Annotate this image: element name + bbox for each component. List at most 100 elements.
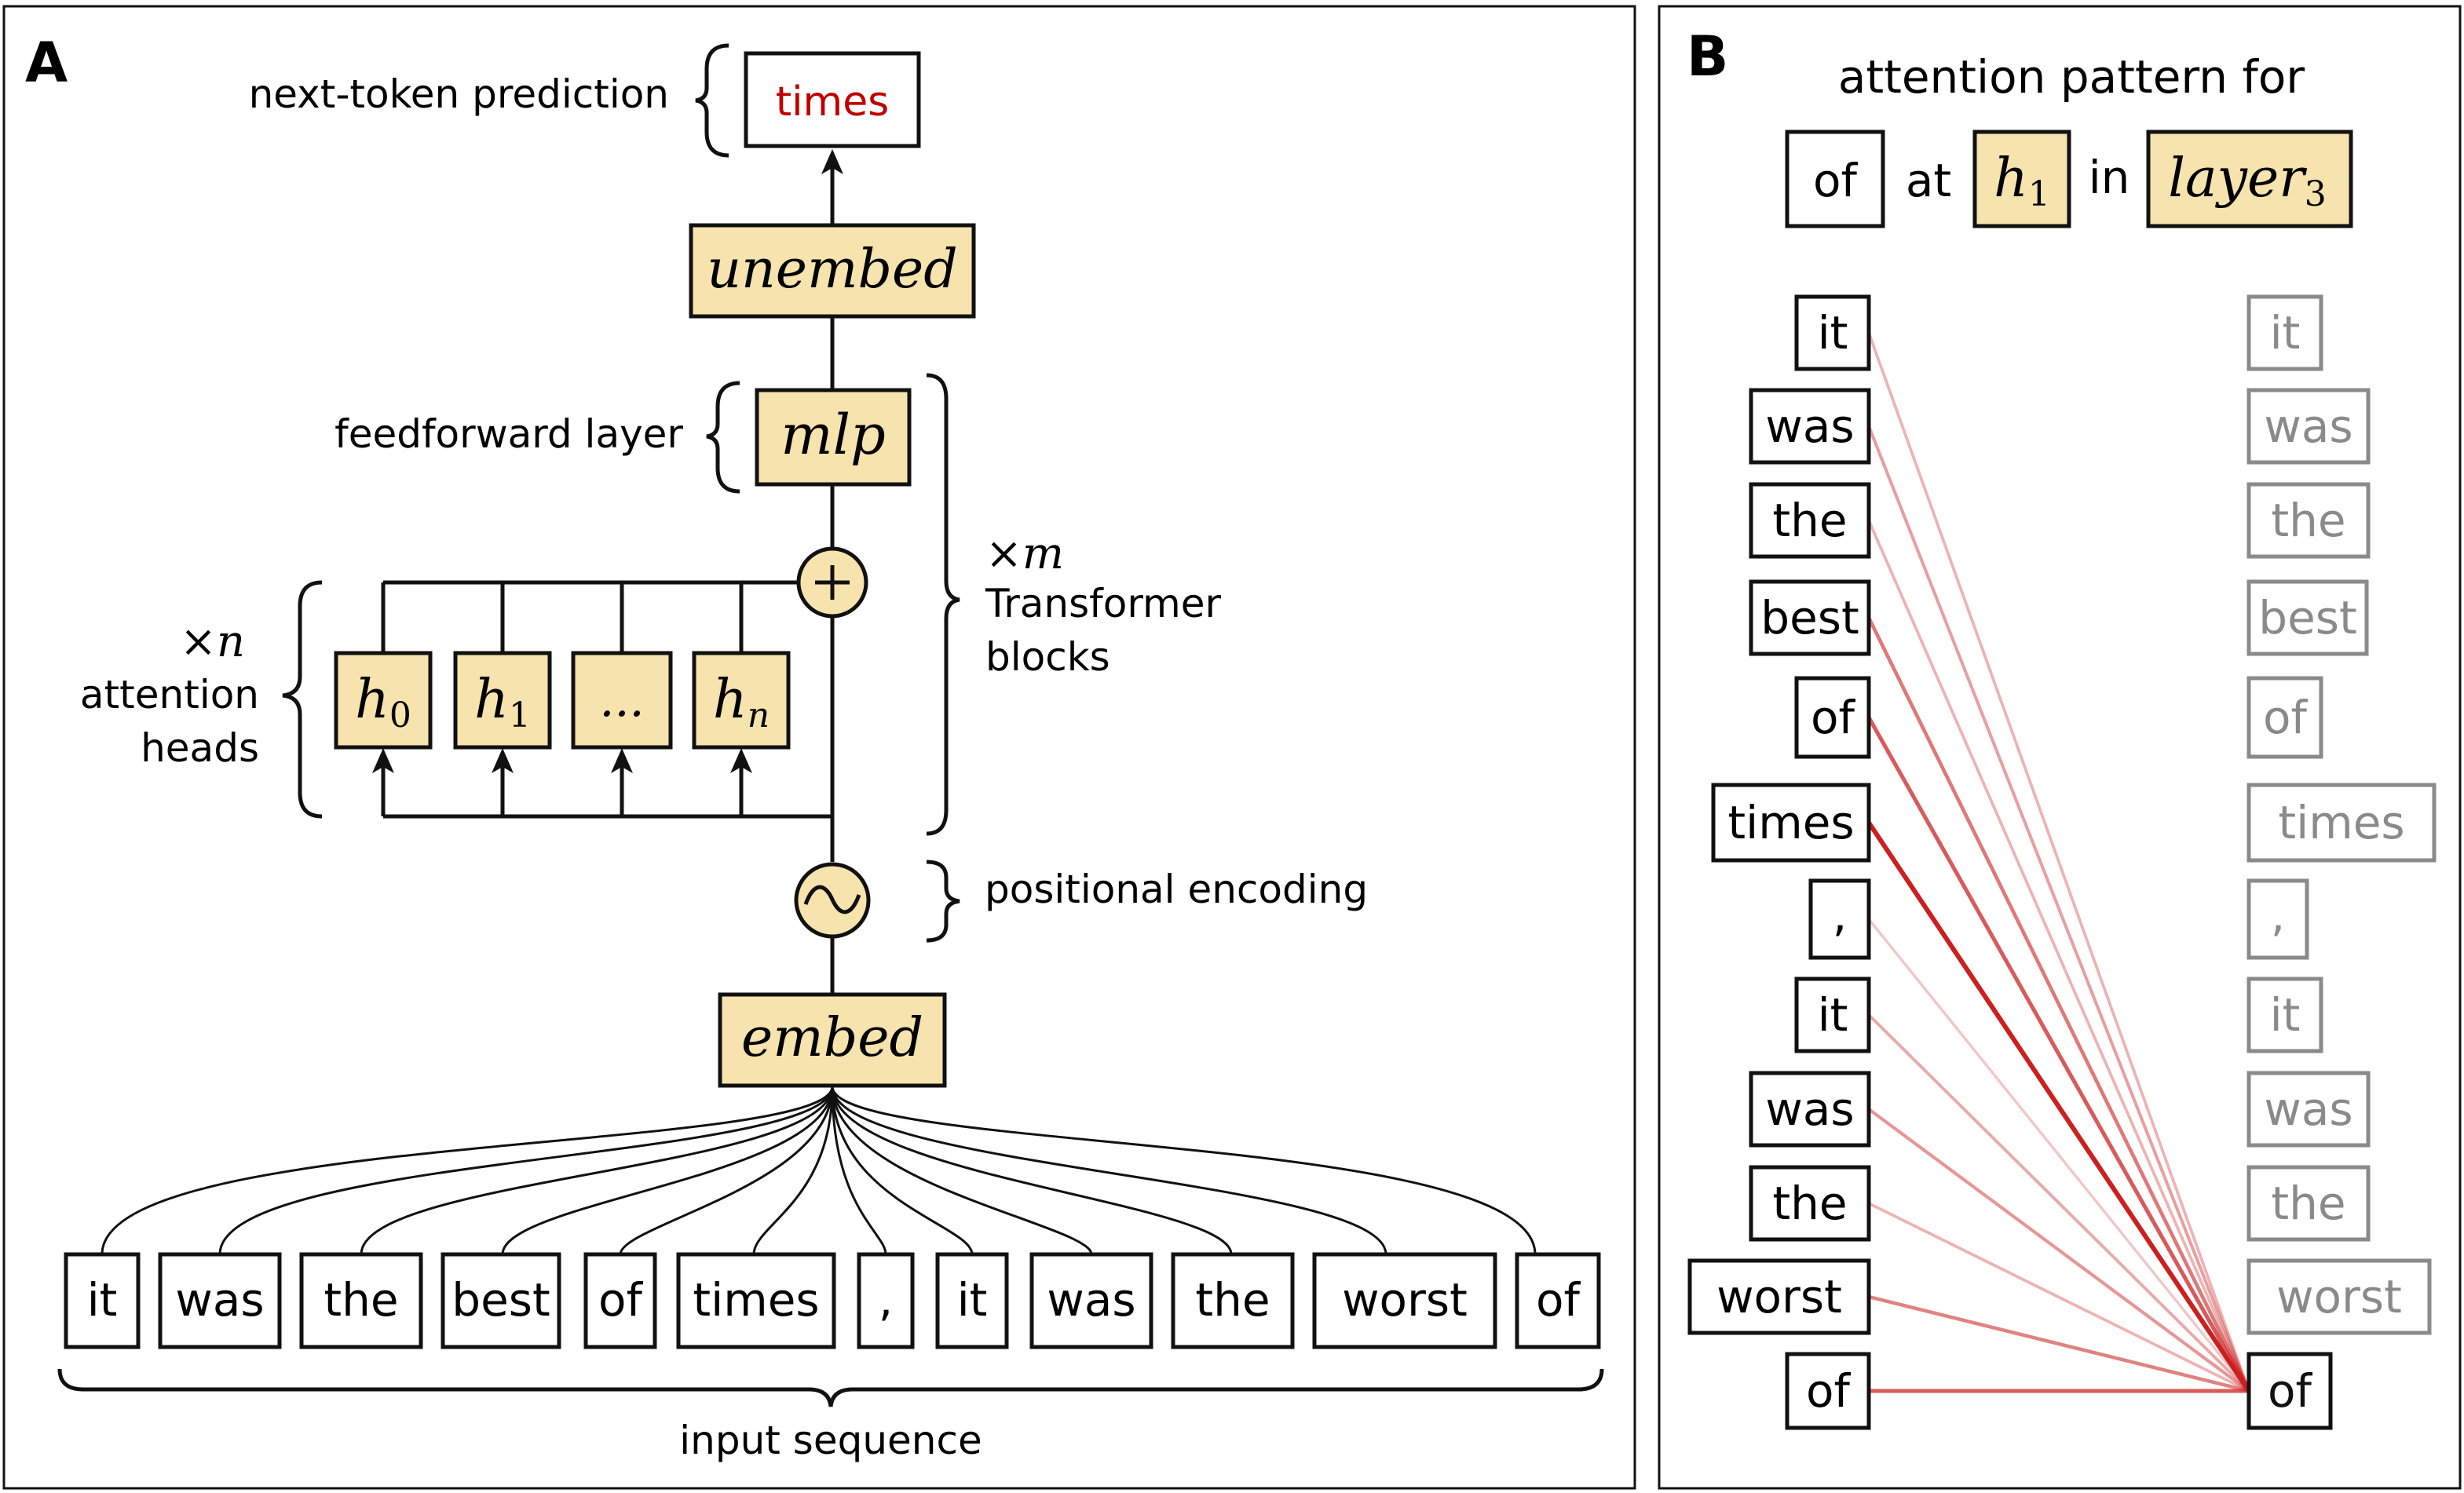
key-token-box	[1749, 579, 1871, 656]
feedforward-brace	[706, 381, 740, 494]
target-token: it	[2270, 306, 2301, 360]
positional-encoding-label: positional encoding	[985, 867, 1368, 912]
head-box	[692, 651, 791, 750]
key-token: it	[1818, 306, 1848, 360]
layer-label: layer3	[2168, 148, 2326, 214]
times-n-label: ×n	[180, 616, 245, 667]
target-token-box	[2246, 579, 2369, 656]
key-token-box	[1794, 676, 1871, 759]
attention-line	[1867, 425, 2250, 1392]
input-token-box	[299, 1252, 423, 1349]
unembed-label: unembed	[707, 239, 958, 301]
main-flow-lines	[381, 165, 835, 995]
panel-a-frame	[2, 5, 1636, 1490]
input-token: ,	[879, 1273, 893, 1327]
arrowheads	[372, 149, 843, 773]
attention-lines	[1866, 332, 2251, 1393]
head-box	[571, 651, 673, 750]
attention-line	[1867, 1108, 2250, 1393]
input-token-box	[676, 1252, 836, 1349]
input-token: best	[451, 1273, 550, 1327]
key-token: the	[1772, 1177, 1847, 1230]
input-token: it	[87, 1273, 118, 1327]
input-token: was	[1047, 1273, 1135, 1327]
attention-line	[1867, 332, 2250, 1392]
input-tokens: it was the best of times , it was the wo…	[64, 1252, 1601, 1349]
unembed-box	[689, 223, 976, 319]
next-token-label: next-token prediction	[249, 71, 669, 117]
target-query-token: of	[2268, 1364, 2312, 1418]
target-token-box	[2246, 878, 2309, 960]
attention-line	[1868, 1202, 2250, 1393]
query-token: of	[1813, 154, 1858, 207]
key-token: of	[1806, 1364, 1851, 1418]
key-token-box	[1711, 783, 1871, 863]
word-at: at	[1906, 154, 1951, 207]
target-token-box	[2246, 294, 2323, 371]
input-token: worst	[1342, 1273, 1468, 1327]
key-token-box	[1785, 1352, 1871, 1430]
key-token-box	[1749, 482, 1871, 559]
left-token-column: it was the best of times , it was the wo…	[1687, 294, 1871, 1430]
target-token-box	[2246, 1258, 2432, 1335]
input-token-box	[158, 1252, 282, 1349]
transformer-label-line2: blocks	[985, 634, 1110, 680]
input-token: it	[957, 1273, 988, 1327]
transformer-label-line1: Transformer	[985, 581, 1221, 626]
key-token-box	[1808, 878, 1871, 960]
times-m-label: ×m	[985, 528, 1064, 579]
target-token: worst	[2276, 1270, 2402, 1323]
input-token-box	[935, 1252, 1009, 1349]
attention-title: attention pattern for	[1838, 50, 2305, 104]
target-token-box	[2246, 1071, 2371, 1148]
word-in: in	[2089, 151, 2130, 204]
key-token-box	[1749, 1071, 1871, 1148]
input-token-box	[1312, 1252, 1497, 1349]
head-box	[453, 651, 552, 750]
target-token-box	[2246, 783, 2437, 863]
layer-box	[2146, 130, 2353, 228]
head-box	[334, 651, 433, 750]
input-token-box	[441, 1252, 561, 1349]
key-token: of	[1811, 691, 1855, 744]
input-token: of	[598, 1273, 643, 1327]
input-sequence-brace	[57, 1368, 1604, 1407]
attention-line	[1867, 520, 2250, 1392]
attention-line	[1868, 1294, 2250, 1393]
attention-heads-label-line2: heads	[141, 725, 259, 771]
attention-line	[1866, 716, 2251, 1393]
attention-heads-label-line1: attention	[80, 672, 259, 717]
target-token: of	[2263, 691, 2308, 744]
wave-icon	[803, 885, 861, 914]
key-token: times	[1727, 796, 1854, 849]
query-token-box	[1785, 130, 1885, 228]
embed-box	[718, 992, 947, 1088]
input-token-box	[1515, 1252, 1601, 1349]
head-label: ...	[599, 673, 644, 728]
head-label: h1	[1994, 148, 2050, 214]
panel-b-frame	[1658, 5, 2462, 1490]
key-token-box	[1794, 294, 1871, 371]
target-token: was	[2264, 1082, 2352, 1136]
input-token-box	[857, 1252, 915, 1349]
target-token: the	[2271, 494, 2345, 547]
prediction-box	[744, 51, 921, 148]
attention-line	[1866, 616, 2251, 1393]
transformer-blocks-brace	[926, 373, 960, 836]
key-token-box	[1794, 976, 1871, 1053]
feedforward-label: feedforward layer	[335, 411, 683, 457]
target-token: best	[2258, 591, 2356, 644]
input-token-box	[1171, 1252, 1295, 1349]
mlp-label: mlp	[781, 403, 886, 467]
embed-label: embed	[741, 1007, 923, 1069]
prediction-token: times	[776, 78, 890, 126]
key-token-box	[1687, 1258, 1871, 1335]
target-token: ,	[2271, 889, 2285, 942]
key-token: it	[1818, 988, 1848, 1042]
target-token: times	[2278, 796, 2404, 849]
key-token-box	[1749, 388, 1871, 465]
next-token-brace	[695, 43, 729, 158]
mlp-box	[755, 388, 912, 487]
attention-line	[1867, 918, 2250, 1393]
